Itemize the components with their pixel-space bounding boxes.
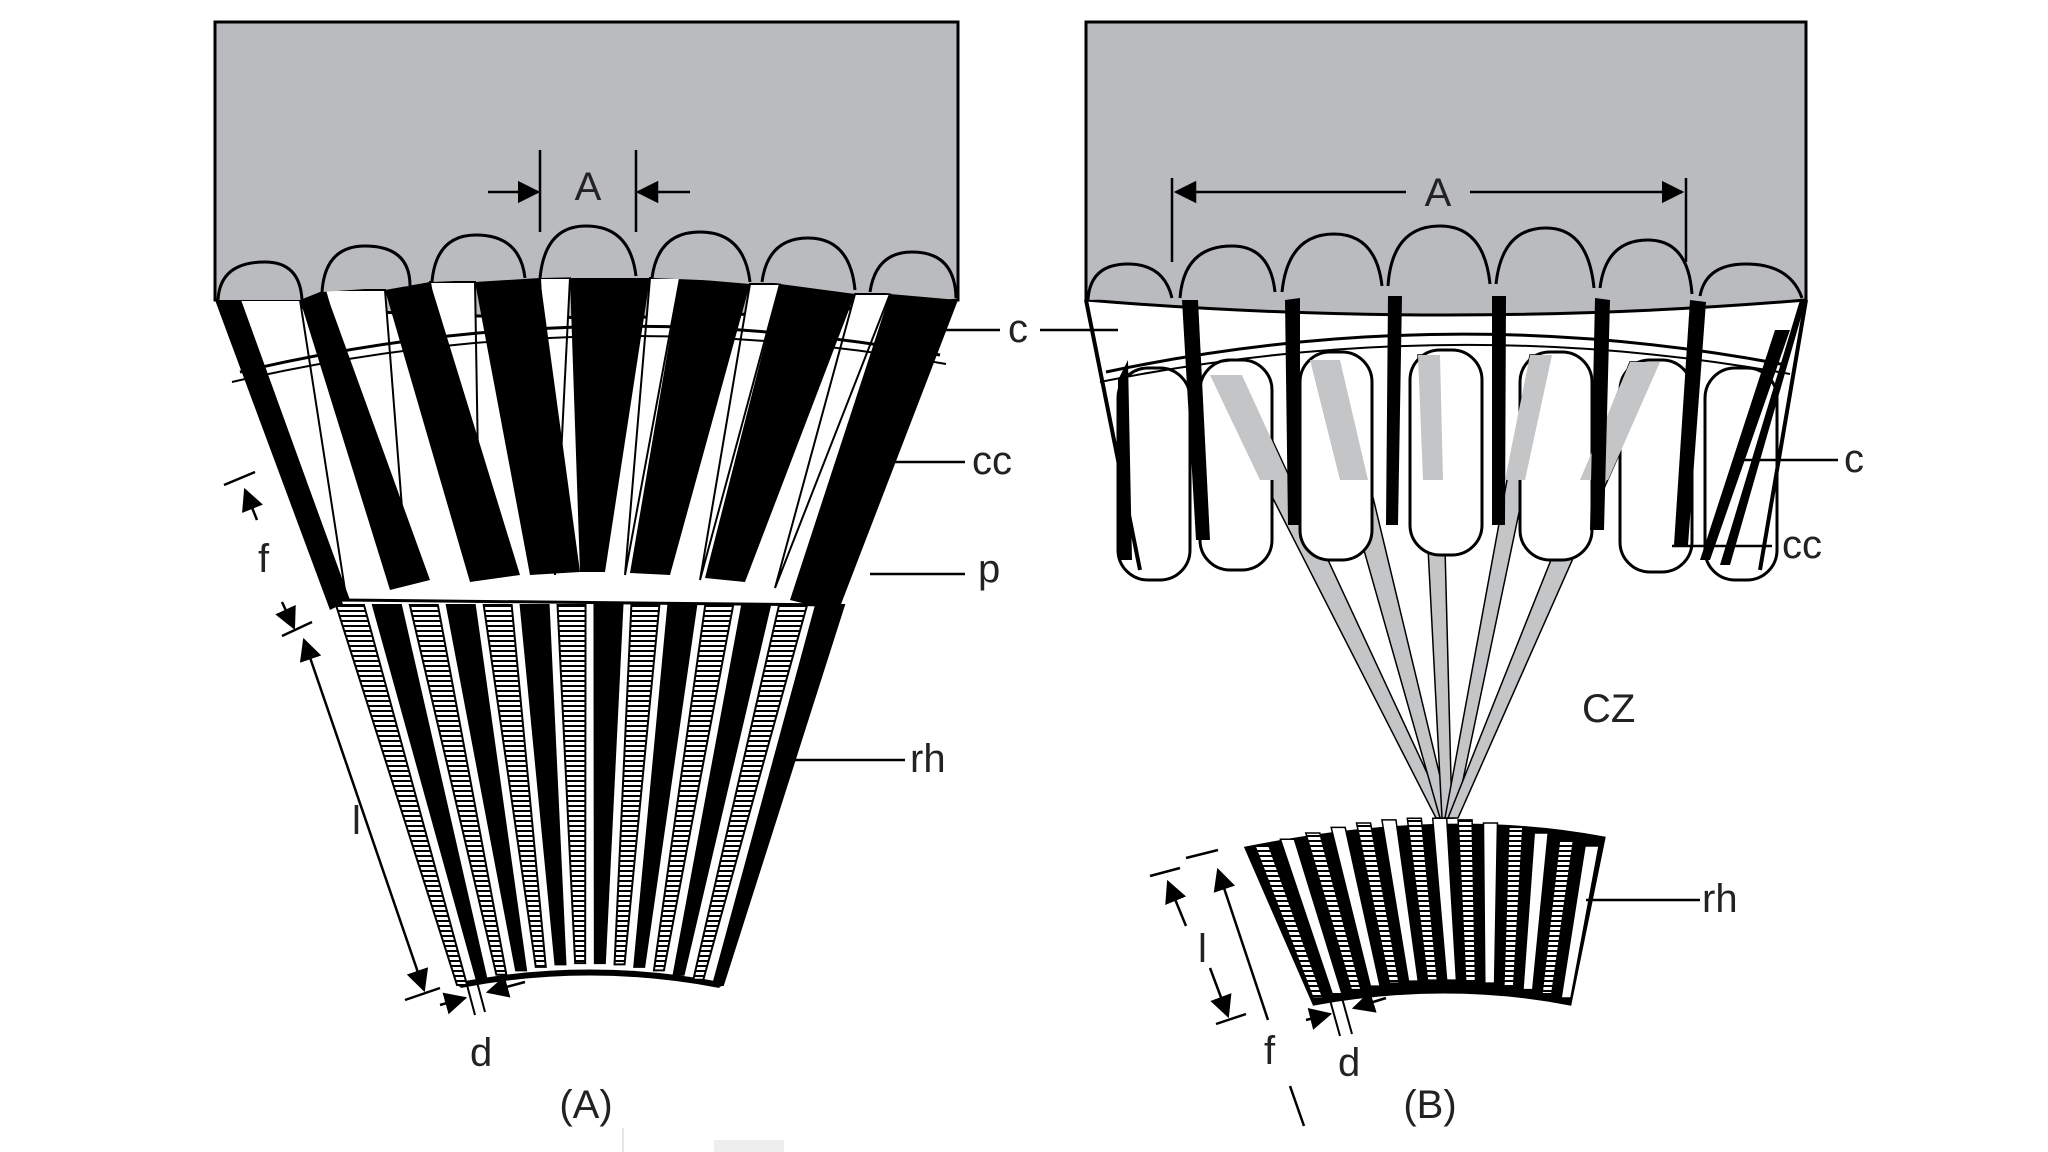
caption-a: (A) xyxy=(559,1083,612,1127)
rhabdom-strand xyxy=(445,604,528,972)
labels-b: c cc CZ rh l f d (B) xyxy=(1040,328,1864,1127)
ommatidia-b xyxy=(1084,224,1808,582)
label-crystalline-cone-b: cc xyxy=(1782,523,1822,567)
rhabdom-strand xyxy=(1541,838,1575,995)
cornea-region-b xyxy=(1084,20,1808,317)
rhabdom-strand xyxy=(1522,832,1550,991)
rhabdom-strand xyxy=(556,604,587,965)
label-rhabdom-diameter-b: d xyxy=(1338,1041,1360,1085)
rhabdom-strand xyxy=(692,604,809,981)
label-pigment-a: p xyxy=(978,547,1000,591)
rhabdom-strand xyxy=(593,604,624,965)
rhabdom-strand xyxy=(711,604,846,986)
rhabdom-strand xyxy=(633,604,698,968)
rhabdom-strand xyxy=(1355,822,1401,984)
rhabdom-strand xyxy=(1304,832,1363,991)
aperture-dimension-b: A xyxy=(1170,171,1688,262)
label-rhabdom-b: rh xyxy=(1702,877,1738,921)
label-rhabdom-diameter-a: d xyxy=(470,1031,492,1075)
label-cone-a: c xyxy=(1008,307,1028,351)
ommatidia-a xyxy=(215,224,958,612)
rhabdom-strand xyxy=(1560,845,1600,999)
rhabdom-fan-a xyxy=(334,598,846,988)
rhabdom-block-b xyxy=(1243,817,1606,1006)
panel-a: A c cc p rh f l d xyxy=(213,20,1028,1127)
rhabdom-strand xyxy=(1381,819,1420,982)
label-cone-b: c xyxy=(1844,437,1864,481)
rhabdom-strand xyxy=(652,604,735,972)
rhabdom-strand xyxy=(519,604,567,966)
label-rhabdom-length-a: l xyxy=(352,799,361,843)
rhabdom-strand xyxy=(482,604,547,968)
label-rhabdom-length-b: l xyxy=(1198,927,1207,971)
labels-a: c cc p rh f l d (A) xyxy=(223,307,1028,1127)
rhabdom-strand xyxy=(1406,817,1439,981)
rhabdom-strand xyxy=(1503,826,1524,987)
aperture-dimension-a: A xyxy=(488,150,690,232)
panel-b: A c cc CZ rh l f xyxy=(1040,20,1864,1127)
label-aperture-b: A xyxy=(1425,171,1452,215)
rhabdom-strand xyxy=(1431,817,1458,981)
label-crystalline-cone-a: cc xyxy=(972,439,1012,483)
label-rhabdom-a: rh xyxy=(910,737,946,781)
rhabdom-strand xyxy=(672,604,772,976)
rhabdom-strand xyxy=(1482,822,1499,984)
label-focal-length-a: f xyxy=(258,537,270,581)
rhabdom-strand xyxy=(1279,838,1343,995)
label-aperture-a: A xyxy=(575,165,602,209)
label-clear-zone-b: CZ xyxy=(1582,687,1635,731)
rhabdom-strand xyxy=(408,604,508,976)
caption-b: (B) xyxy=(1403,1083,1456,1127)
label-focal-length-b: f xyxy=(1264,1029,1276,1073)
scan-artifact xyxy=(714,1140,784,1152)
rhabdom-strand xyxy=(1457,819,1477,982)
rhabdom-strand xyxy=(1330,826,1382,987)
rhabdom-strand xyxy=(1253,845,1324,999)
rhabdom-strand xyxy=(613,604,661,966)
